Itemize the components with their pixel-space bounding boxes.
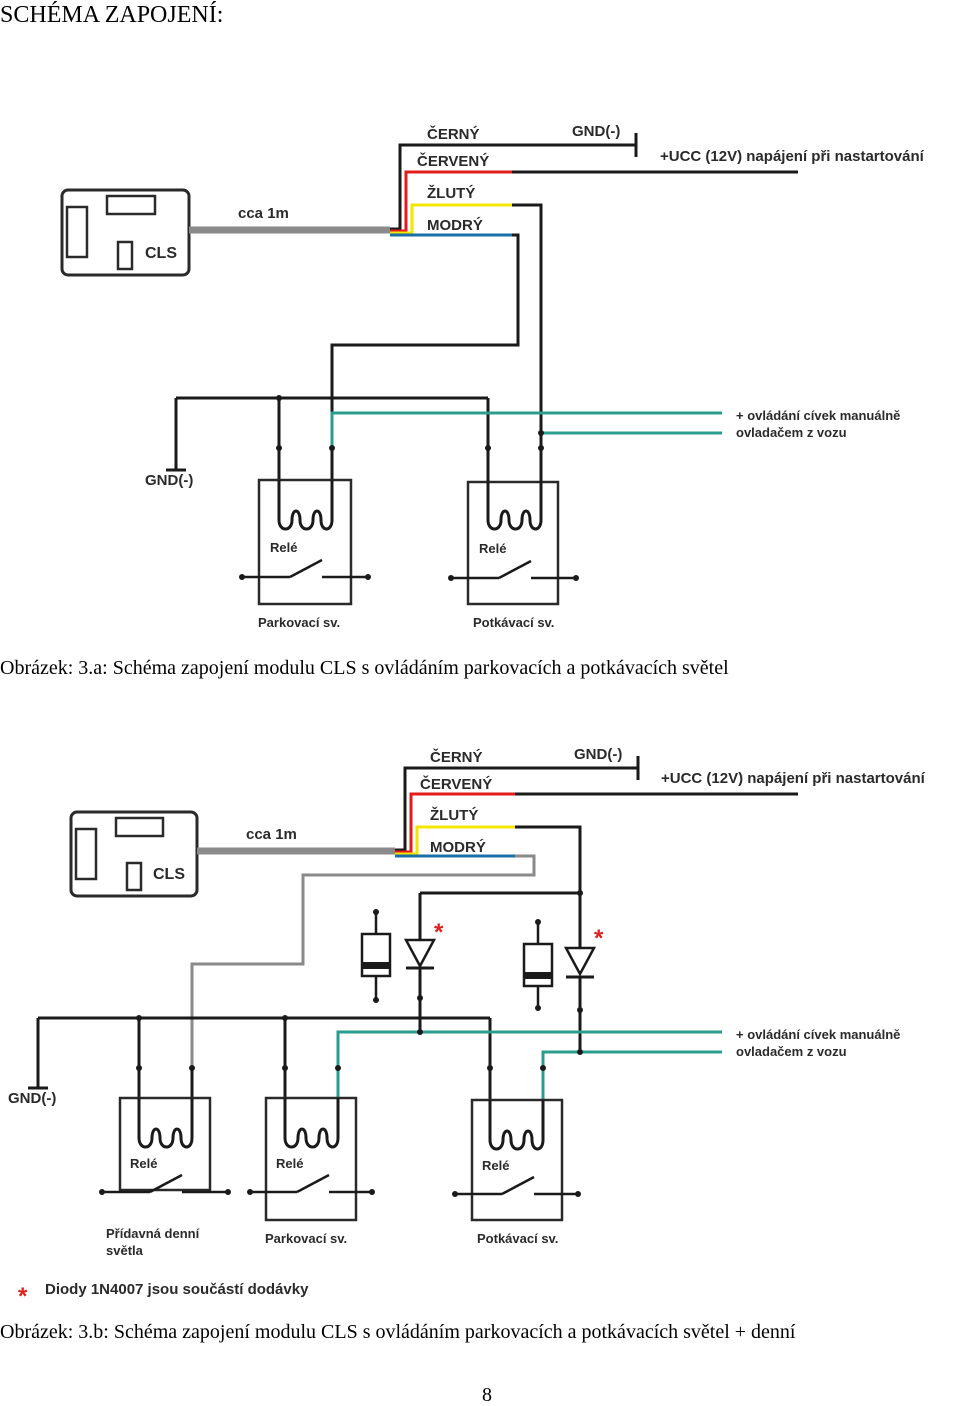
label-control-1: + ovládání cívek manuálně <box>736 1027 900 1042</box>
label-control-1: + ovládání cívek manuálně <box>736 408 900 423</box>
wiring-diagram-a: CLS cca 1m ČERNÝ ČERVENÝ ŽLUTÝ MODRÝ GND… <box>60 123 925 630</box>
wire-black <box>395 766 515 852</box>
cls-module: CLS <box>69 810 199 898</box>
relay-drl-label: Relé <box>130 1156 157 1171</box>
label-control-2: ovladačem z vozu <box>736 1044 847 1059</box>
wire-black <box>390 143 512 231</box>
caption-fig-a: Obrázek: 3.a: Schéma zapojení modulu CLS… <box>0 657 729 679</box>
diode-component-1 <box>360 909 392 1003</box>
label-red: ČERVENÝ <box>420 775 492 793</box>
relay-parking: Relé Parkovací sv. <box>239 478 371 630</box>
label-red: ČERVENÝ <box>417 152 489 170</box>
wire-yellow <box>395 825 515 856</box>
diode-1: * <box>403 893 444 1032</box>
label-control-2: ovladačem z vozu <box>736 425 847 440</box>
label-black: ČERNÝ <box>427 125 480 143</box>
label-ucc: +UCC (12V) napájení při nastartování <box>661 770 926 787</box>
label-blue: MODRÝ <box>430 838 486 856</box>
relay-drl: Relé Přídavná denní světla <box>99 1096 231 1258</box>
wiring-diagram-b: CLS cca 1m ČERNÝ ČERVENÝ ŽLUTÝ MODRÝ GND… <box>8 746 926 1310</box>
wire-red <box>395 792 515 854</box>
cable-length-label: cca 1m <box>246 826 297 843</box>
label-yellow: ŽLUTÝ <box>430 806 478 824</box>
label-yellow: ŽLUTÝ <box>427 184 475 202</box>
caption-fig-b: Obrázek: 3.b: Schéma zapojení modulu CLS… <box>0 1321 796 1343</box>
label-gnd-bottom: GND(-) <box>8 1090 56 1107</box>
cls-module: CLS <box>60 188 191 277</box>
label-parking: Parkovací sv. <box>258 615 340 630</box>
label-drl-2: světla <box>106 1243 144 1258</box>
control-wire-1 <box>336 1030 722 1100</box>
label-dipped: Potkávací sv. <box>473 615 554 630</box>
note-asterisk: * <box>18 1283 28 1310</box>
diode-2-asterisk: * <box>594 925 604 952</box>
label-drl-1: Přídavná denní <box>106 1226 200 1241</box>
relay-parking-label: Relé <box>276 1156 303 1171</box>
cls-module-label: CLS <box>153 866 185 883</box>
wire-yellow <box>390 203 512 235</box>
cable-length-label: cca 1m <box>238 205 289 222</box>
diode-2: * <box>563 893 604 1052</box>
label-gnd-top: GND(-) <box>572 123 620 140</box>
label-gnd-top: GND(-) <box>574 746 622 763</box>
control-wire-1 <box>330 411 722 448</box>
label-blue: MODRÝ <box>427 216 483 234</box>
page-number: 8 <box>482 1384 492 1406</box>
relay-parking: Relé Parkovací sv. <box>247 1096 375 1246</box>
diode-note: Diody 1N4007 jsou součástí dodávky <box>45 1281 309 1298</box>
diode-1-asterisk: * <box>434 919 444 946</box>
relay-dipped: Relé Potkávací sv. <box>452 1098 581 1246</box>
relay-dipped-label: Relé <box>479 541 506 556</box>
relay-dipped-label: Relé <box>482 1158 509 1173</box>
cls-module-label: CLS <box>145 245 177 262</box>
relay-dipped: Relé Potkávací sv. <box>448 480 579 630</box>
control-wire-2 <box>541 1050 722 1100</box>
label-black: ČERNÝ <box>430 748 483 766</box>
label-ucc: +UCC (12V) napájení při nastartování <box>660 148 925 165</box>
label-dipped: Potkávací sv. <box>477 1231 558 1246</box>
relay-parking-label: Relé <box>270 540 297 555</box>
diode-component-2 <box>522 919 554 1011</box>
wire-red <box>390 170 512 233</box>
label-gnd-bottom: GND(-) <box>145 472 193 489</box>
label-parking: Parkovací sv. <box>265 1231 347 1246</box>
page-heading: SCHÉMA ZAPOJENÍ: <box>0 2 224 28</box>
